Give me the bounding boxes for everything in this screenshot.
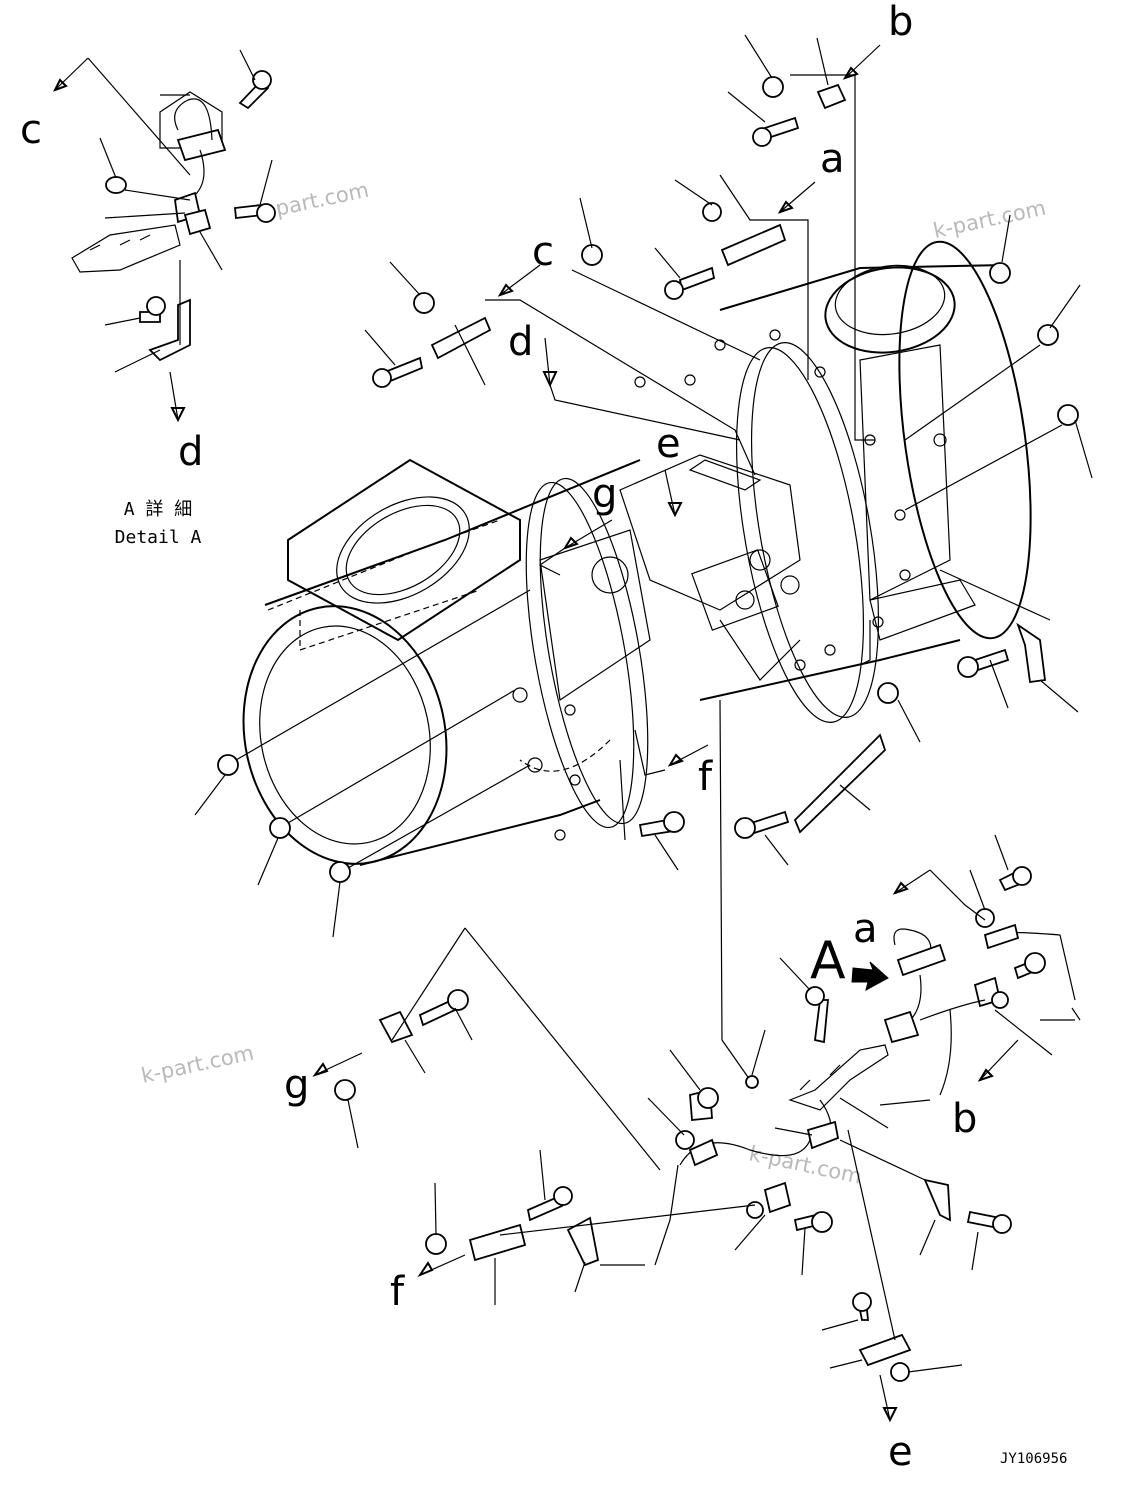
drawing-code: JY106956 <box>1000 1451 1067 1467</box>
right-parts <box>619 569 1079 1081</box>
label-b-bottom: b <box>952 1096 977 1142</box>
watermark: k-part.com <box>747 1141 864 1188</box>
watermark: k-part.com <box>139 1041 256 1088</box>
label-view-a: A <box>810 931 846 991</box>
label-b-top: b <box>888 0 913 45</box>
center-parts <box>364 261 756 576</box>
label-a-top: a <box>820 136 845 182</box>
label-f-bottom: f <box>390 1269 405 1315</box>
bottom-left-harness <box>312 927 833 1305</box>
left-nuts <box>194 589 531 938</box>
watermark: k-part.com <box>931 196 1048 243</box>
detail-caption-japanese: A 詳 細 <box>124 499 193 520</box>
label-g-bottom: g <box>284 1062 309 1108</box>
label-d-center: d <box>508 319 533 365</box>
label-c-center: c <box>532 229 554 275</box>
label-a-bottom: a <box>853 906 878 952</box>
detail-caption-english: Detail A <box>115 527 202 548</box>
bottom-right-harness <box>745 834 1081 1423</box>
label-e-bottom: e <box>888 1429 913 1475</box>
label-e-center: e <box>656 421 681 467</box>
muffler-assembly <box>242 240 1032 866</box>
label-c-detail: c <box>20 107 42 153</box>
label-f-center: f <box>698 754 713 800</box>
detail-a-view <box>52 49 276 423</box>
label-d-detail: d <box>178 429 203 475</box>
label-g-center: g <box>592 471 617 517</box>
top-right-parts <box>571 34 1093 511</box>
